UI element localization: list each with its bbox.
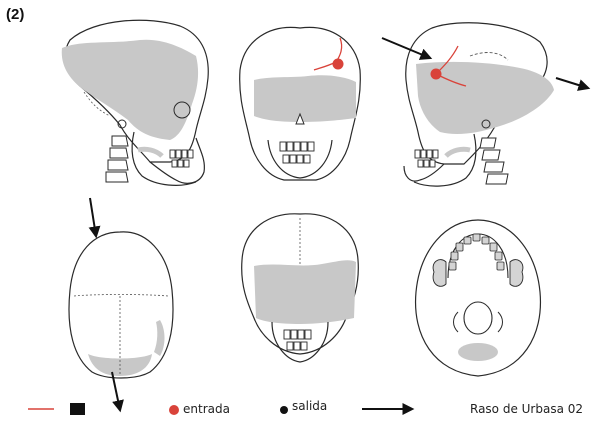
skull-right-lateral-view bbox=[382, 23, 588, 186]
affected-area bbox=[254, 75, 356, 122]
affected-area bbox=[254, 260, 356, 324]
legend-caption: Raso de Urbasa 02 bbox=[470, 402, 583, 416]
legend-entry-point-icon bbox=[169, 405, 179, 415]
cervical-vertebrae bbox=[480, 138, 508, 184]
skull-posterior-view bbox=[242, 214, 359, 362]
legend-black-square-icon bbox=[70, 403, 85, 415]
skull-superior-view bbox=[69, 198, 173, 410]
entry-point bbox=[333, 59, 344, 70]
legend-exit-label: salida bbox=[292, 399, 327, 413]
legend-entry-label: entrada bbox=[183, 402, 230, 416]
entry-point bbox=[431, 69, 442, 80]
foramen-magnum bbox=[464, 302, 492, 334]
projectile-direction-arrow bbox=[90, 198, 96, 236]
skull-inferior-view bbox=[416, 220, 541, 376]
legend-exit-point-icon bbox=[280, 406, 288, 414]
projectile-direction-arrow bbox=[556, 78, 588, 88]
cervical-vertebrae bbox=[106, 136, 128, 182]
affected-area bbox=[458, 343, 498, 361]
skull-left-lateral-view bbox=[62, 20, 209, 185]
skull-anterior-view bbox=[240, 27, 361, 180]
cranium-outline bbox=[69, 232, 173, 378]
